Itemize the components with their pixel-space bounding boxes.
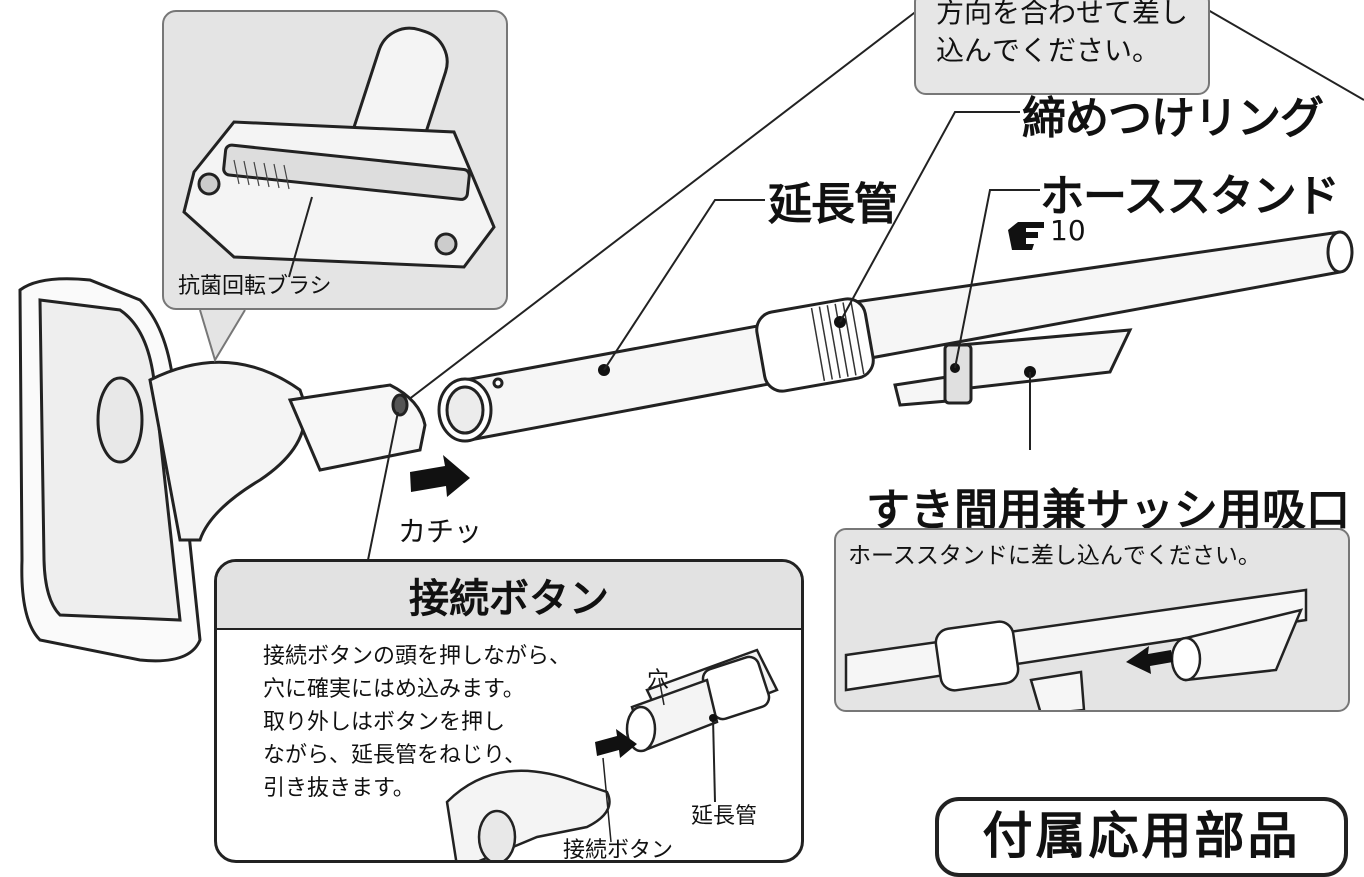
instruction-line: 穴に確実にはめ込みます。	[263, 677, 525, 702]
page-reference: 10	[1050, 214, 1086, 247]
panel-pipe-label: 延長管	[691, 804, 758, 829]
insertion-instruction-callout: 方向を合わせて差し 込んでください。	[914, 0, 1210, 95]
crevice-nozzle-label: すき間用兼サッシ用吸口	[866, 485, 1350, 536]
brush-label: 抗菌回転ブラシ	[178, 274, 332, 299]
instruction-line: ながら、延長管をねじり、	[263, 743, 527, 768]
hose-stand-label: ホーススタンド	[1040, 171, 1340, 222]
rotating-brush-image	[182, 26, 496, 278]
callout-line-1: 方向を合わせて差し	[936, 0, 1189, 29]
panel-title: 接続ボタン	[217, 562, 801, 630]
extension-pipe-label: 延長管	[768, 179, 898, 230]
hose-stand-insert-box: ホーススタンドに差し込んでください。	[834, 528, 1350, 712]
connect-button-panel: 接続ボタン 接続ボタンの頭を押しながら、 穴に確実にはめ込みます。 取り外しはボ…	[214, 559, 804, 863]
callout-leader-left	[407, 9, 919, 401]
instruction-line: 接続ボタンの頭を押しながら、	[263, 644, 572, 669]
side-box-caption: ホーススタンドに差し込んでください。	[848, 543, 1261, 569]
click-sound-label: カチッ	[398, 515, 483, 548]
panel-instructions: 接続ボタンの頭を押しながら、 穴に確実にはめ込みます。 取り外しはボタンを押し …	[263, 640, 571, 805]
hole-label: 穴	[647, 668, 670, 693]
tightening-ring-label: 締めつけリング	[1022, 93, 1324, 144]
instruction-line: 引き抜きます。	[263, 776, 415, 801]
brush-detail-callout: 抗菌回転ブラシ	[162, 10, 508, 310]
instruction-line: 取り外しはボタンを押し	[263, 710, 506, 735]
hand-pointer-icon	[1008, 222, 1044, 250]
connection-diagram	[445, 648, 779, 860]
callout-leader-right	[1207, 9, 1364, 101]
panel-button-label: 接続ボタン	[563, 838, 674, 863]
accessory-parts-title: 付属応用部品	[935, 797, 1348, 877]
floor-nozzle	[18, 277, 427, 663]
crevice-nozzle-art	[893, 328, 1133, 407]
extension-pipe	[437, 230, 1354, 443]
hose-stand-insert-diagram	[844, 588, 1308, 710]
callout-line-2: 込んでください。	[936, 34, 1161, 67]
